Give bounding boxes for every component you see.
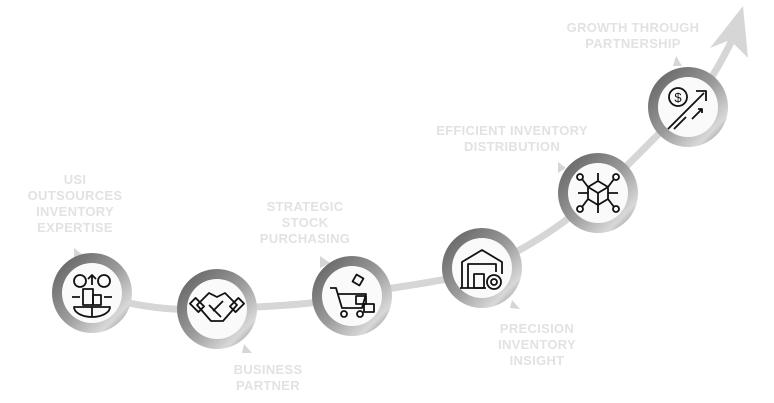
step-label-line: STOCK bbox=[281, 215, 329, 230]
step-node-2 bbox=[177, 269, 257, 349]
handshake-icon bbox=[189, 292, 245, 322]
step-node-4 bbox=[442, 228, 522, 308]
step-label-line: OUTSOURCES bbox=[27, 188, 123, 203]
step-label-line: INSIGHT bbox=[509, 353, 565, 368]
node-face bbox=[62, 263, 122, 323]
step-node-6: $ bbox=[648, 67, 728, 147]
step-label-line: USI bbox=[63, 172, 87, 187]
warehouse-gear-icon bbox=[460, 249, 503, 290]
pointer-triangle-icon bbox=[242, 344, 252, 353]
step-label-line: INVENTORY bbox=[36, 204, 114, 219]
growth-path-line bbox=[90, 26, 742, 314]
node-face bbox=[322, 266, 382, 326]
pointer-triangle-icon bbox=[673, 56, 682, 66]
step-label-line: INVENTORY bbox=[498, 337, 576, 352]
step-label-line: PURCHASING bbox=[259, 231, 351, 246]
step-label-line: GROWTH THROUGH bbox=[566, 20, 700, 35]
svg-text:$: $ bbox=[674, 90, 682, 105]
global-business-icon bbox=[72, 274, 112, 318]
step-node-1 bbox=[52, 253, 132, 333]
step-label-line: STRATEGIC bbox=[266, 199, 344, 214]
node-face bbox=[658, 77, 718, 137]
step-node-3 bbox=[312, 256, 392, 336]
step-node-5 bbox=[558, 153, 638, 233]
arrow-head-icon bbox=[710, 6, 748, 58]
dollar-growth-icon: $ bbox=[667, 87, 707, 130]
node-face bbox=[452, 238, 512, 298]
node-face bbox=[187, 279, 247, 339]
pointer-triangle-icon bbox=[558, 162, 566, 173]
step-label-line: PARTNER bbox=[236, 378, 300, 393]
pointer-triangle-icon bbox=[320, 256, 330, 268]
step-label-line: BUSINESS bbox=[233, 362, 303, 377]
step-label-line: EXPERTISE bbox=[37, 220, 113, 235]
step-label-line: PRECISION bbox=[499, 321, 575, 336]
distribution-network-icon bbox=[576, 173, 620, 213]
step-label-line: DISTRIBUTION bbox=[463, 139, 561, 154]
step-label-line: PARTNERSHIP bbox=[585, 36, 681, 51]
pointer-triangle-icon bbox=[510, 300, 520, 309]
step-label-line: EFFICIENT INVENTORY bbox=[436, 123, 588, 138]
shopping-cart-icon bbox=[330, 273, 375, 318]
